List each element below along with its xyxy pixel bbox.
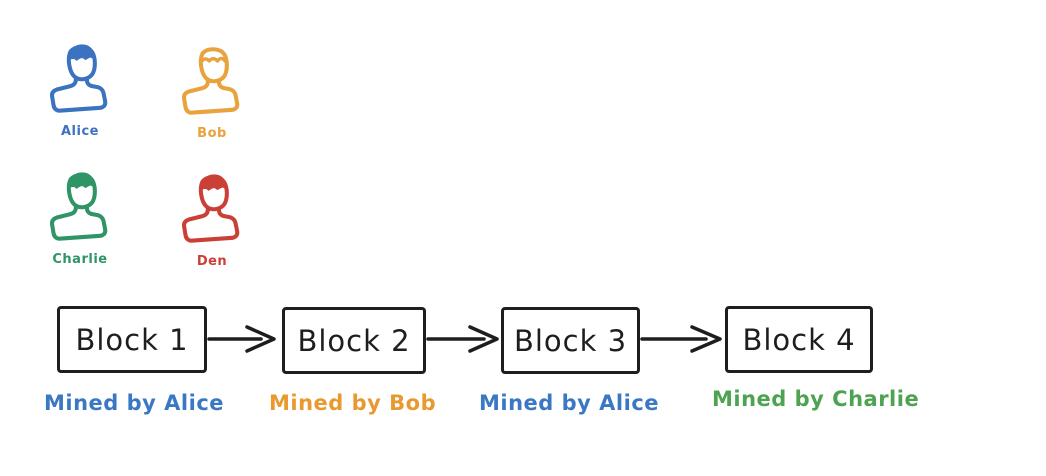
block-1-box[interactable]: Block 1	[57, 306, 207, 373]
mined-by-label-block-3[interactable]: Mined by Alice	[479, 391, 660, 415]
person-name-label: Alice	[61, 124, 99, 139]
mined-by-label-block-4[interactable]: Mined by Charlie	[712, 387, 920, 411]
person-figure-alice[interactable]: Alice	[34, 42, 126, 139]
arrow-right-icon[interactable]	[425, 322, 503, 356]
person-name-label: Den	[196, 254, 228, 269]
person-figure-bob[interactable]: Bob	[166, 44, 258, 141]
person-avatar-icon	[177, 172, 247, 248]
arrow-right-icon[interactable]	[639, 322, 727, 356]
person-figure-charlie[interactable]: Charlie	[34, 170, 126, 267]
block-label: Block 1	[75, 322, 189, 357]
person-name-label: Charlie	[52, 252, 108, 267]
arrow-right-icon[interactable]	[206, 322, 280, 356]
block-4-box[interactable]: Block 4	[725, 306, 873, 373]
person-avatar-icon	[177, 44, 247, 120]
person-avatar-icon	[45, 170, 115, 246]
person-figure-den[interactable]: Den	[166, 172, 258, 269]
mined-by-label-block-2[interactable]: Mined by Bob	[269, 391, 437, 415]
person-avatar-icon	[45, 42, 115, 118]
block-2-box[interactable]: Block 2	[282, 307, 426, 374]
mined-by-label-block-1[interactable]: Mined by Alice	[44, 391, 225, 415]
block-label: Block 3	[513, 323, 628, 358]
person-name-label: Bob	[197, 126, 227, 141]
block-label: Block 4	[742, 322, 856, 357]
block-label: Block 2	[297, 323, 411, 358]
block-3-box[interactable]: Block 3	[501, 307, 640, 374]
